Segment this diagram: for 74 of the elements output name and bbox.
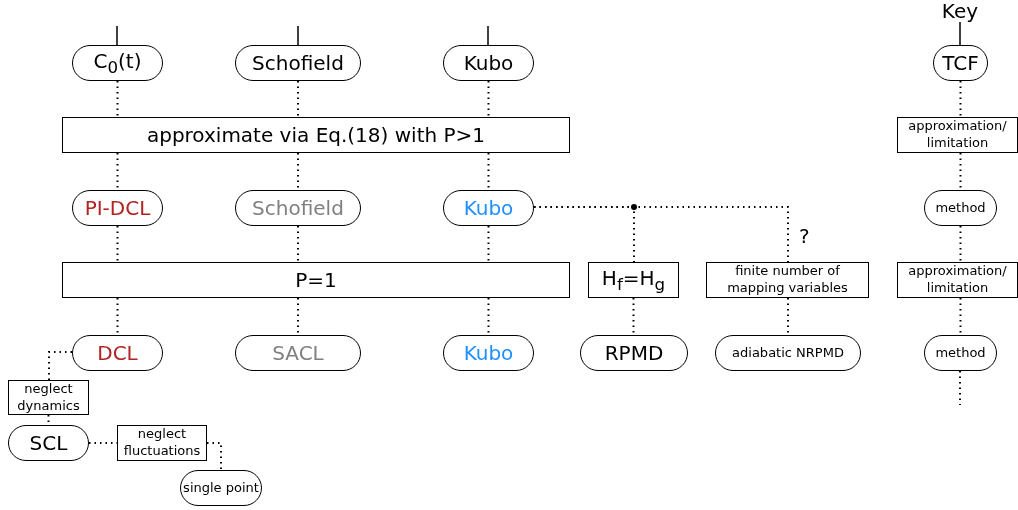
correlation-function-pill bbox=[933, 45, 988, 81]
approximation-box bbox=[706, 262, 869, 298]
method-pill bbox=[715, 335, 861, 371]
dotted-connector bbox=[297, 297, 299, 336]
dotted-connector bbox=[959, 297, 962, 336]
method-pill bbox=[180, 470, 262, 506]
node-label: Schofield bbox=[252, 195, 344, 221]
method-pill bbox=[235, 335, 361, 371]
approximation-box bbox=[62, 262, 570, 298]
dotted-connector bbox=[959, 370, 961, 406]
approximation-box bbox=[897, 262, 1018, 298]
dotted-connector bbox=[487, 152, 490, 191]
method-pill bbox=[580, 335, 688, 371]
connector-line bbox=[116, 25, 118, 46]
node-label: Kubo bbox=[463, 50, 514, 76]
method-pill bbox=[235, 190, 361, 226]
dotted-connector bbox=[959, 152, 962, 191]
connector-line bbox=[487, 25, 489, 46]
dotted-connector bbox=[297, 225, 299, 263]
node-label: H$_{f}$=H$_{g}$ bbox=[601, 264, 666, 296]
node-label: PI-DCL bbox=[84, 195, 151, 221]
connector-line bbox=[297, 25, 299, 46]
node-label: approximation/ limitation bbox=[907, 263, 1008, 297]
node-label: neglect fluctuations bbox=[122, 426, 202, 460]
dotted-connector bbox=[632, 297, 635, 336]
dotted-connector bbox=[787, 297, 789, 336]
key-heading: Key bbox=[941, 0, 979, 24]
node-label: P=1 bbox=[295, 267, 337, 293]
node-label: RPMD bbox=[604, 340, 664, 366]
dotted-connector bbox=[959, 225, 962, 263]
node-label: approximation/ limitation bbox=[907, 118, 1008, 152]
approximation-box bbox=[62, 117, 570, 153]
method-pill bbox=[924, 335, 997, 371]
dotted-connector bbox=[297, 80, 299, 118]
node-label: neglect dynamics bbox=[16, 380, 81, 415]
node-label: C$_{0}$(t) bbox=[93, 47, 142, 79]
dotted-connector bbox=[487, 225, 490, 263]
dotted-connector bbox=[48, 351, 73, 381]
dotted-connector bbox=[116, 80, 119, 118]
dotted-connector bbox=[487, 80, 490, 118]
method-pill bbox=[924, 190, 997, 226]
dotted-connector bbox=[959, 80, 962, 118]
correlation-function-pill bbox=[235, 45, 361, 81]
node-label: method bbox=[935, 344, 986, 362]
node-label: Kubo bbox=[463, 340, 514, 366]
node-label: TCF bbox=[942, 50, 979, 76]
method-pill bbox=[8, 425, 89, 461]
correlation-function-pill bbox=[443, 45, 534, 81]
node-label: DCL bbox=[97, 340, 138, 366]
node-label: finite number of mapping variables bbox=[726, 263, 849, 297]
method-pill bbox=[72, 335, 163, 371]
node-label: single point bbox=[183, 479, 259, 497]
node-label: approximate via Eq.(18) with P>1 bbox=[146, 122, 486, 148]
dotted-connector bbox=[116, 297, 119, 336]
dotted-connector bbox=[116, 152, 119, 191]
approximation-box bbox=[8, 380, 89, 415]
node-label: method bbox=[935, 199, 986, 217]
edge-label: ? bbox=[798, 226, 811, 246]
node-label: Schofield bbox=[252, 50, 344, 76]
node-label: SCL bbox=[29, 430, 68, 456]
method-pill bbox=[72, 190, 163, 226]
method-pill bbox=[443, 335, 534, 371]
connector-line bbox=[959, 21, 961, 46]
dotted-connector bbox=[487, 297, 490, 336]
approximation-box bbox=[588, 262, 679, 298]
dotted-connector bbox=[206, 442, 222, 471]
method-pill bbox=[443, 190, 534, 226]
dotted-connector bbox=[297, 152, 299, 191]
node-label: SACL bbox=[272, 340, 324, 366]
approximation-box bbox=[897, 117, 1018, 153]
dotted-connector bbox=[116, 225, 119, 263]
correlation-function-pill bbox=[72, 45, 163, 81]
node-label: adiabatic NRPMD bbox=[732, 344, 844, 362]
node-label: Kubo bbox=[463, 195, 514, 221]
